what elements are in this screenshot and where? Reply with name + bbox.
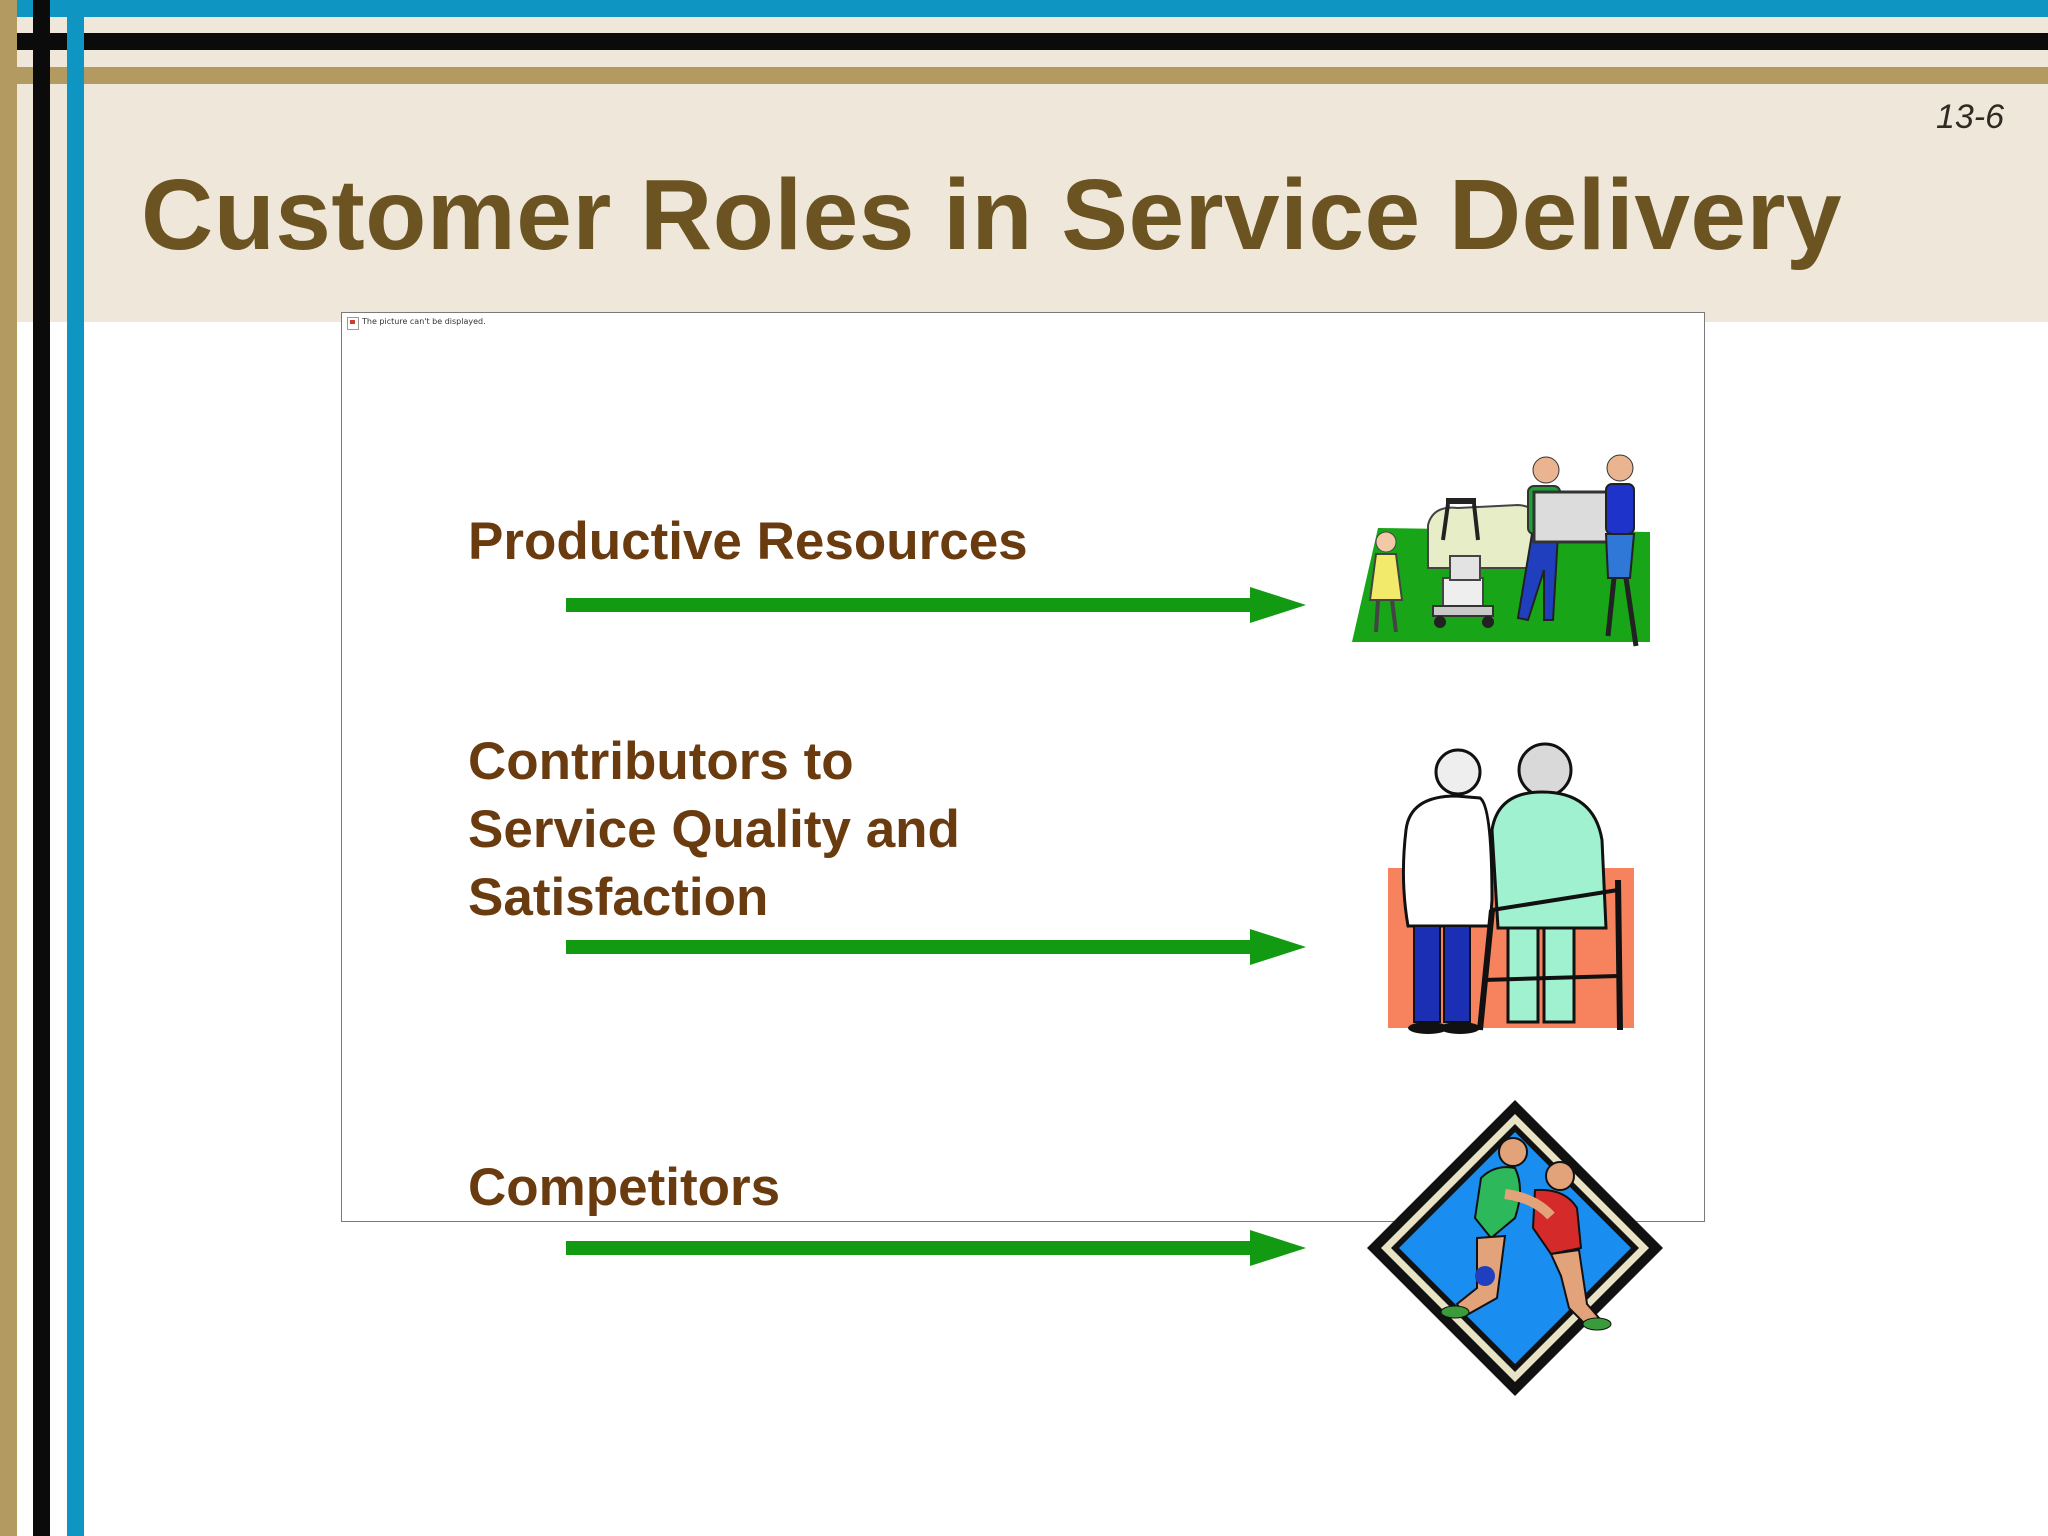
role-label-line: Contributors to: [468, 732, 854, 791]
doctor-helping-patient-with-walker-illustration: [1388, 742, 1634, 1034]
role-label-competitors: Competitors: [468, 1158, 781, 1217]
arrow-right-icon: [566, 1230, 1306, 1266]
wrestlers-diamond-illustration: [1367, 1100, 1663, 1396]
role-label-line: Satisfaction: [468, 868, 769, 927]
role-label-productive-resources: Productive Resources: [468, 512, 1028, 571]
left-tan-stripe: [0, 0, 17, 1536]
top-black-stripe: [0, 33, 2048, 50]
slide-number: 13-6: [1935, 98, 2004, 136]
top-tan-stripe: [0, 67, 2048, 84]
arrow-right-icon: [566, 929, 1306, 965]
left-black-stripe: [33, 0, 50, 1536]
arrow-right-icon: [566, 587, 1306, 623]
broken-image-message: The picture can't be displayed.: [362, 317, 486, 326]
left-blue-stripe: [67, 0, 84, 1536]
role-label-line: Service Quality and: [468, 800, 960, 859]
top-blue-stripe: [0, 0, 2048, 17]
role-label-contributors: Contributors to Service Quality and Sati…: [468, 728, 960, 932]
header-band: [0, 0, 2048, 322]
people-moving-furniture-illustration: [1352, 454, 1650, 647]
slide-title: Customer Roles in Service Delivery: [141, 159, 1843, 271]
broken-image-icon: [347, 317, 359, 330]
